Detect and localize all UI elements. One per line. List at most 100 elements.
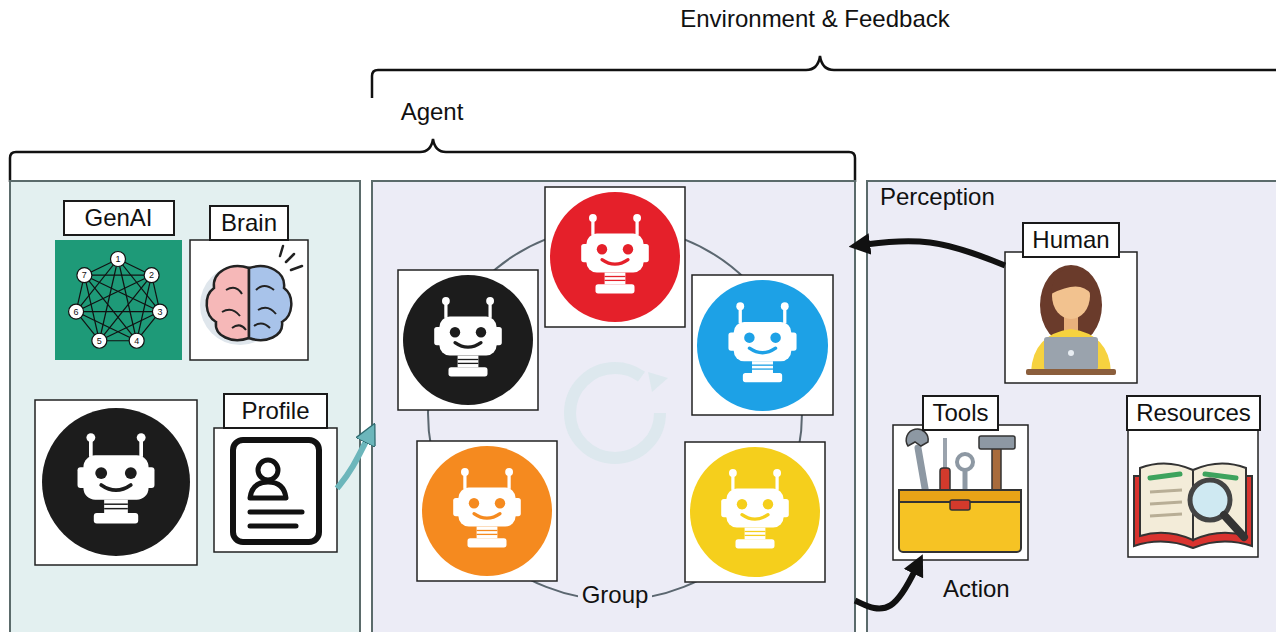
human-node: Human — [1005, 222, 1137, 383]
human-icon — [1026, 369, 1116, 375]
bracket-label: Environment & Feedback — [680, 4, 949, 34]
graph-edge — [76, 312, 137, 341]
graph-node — [77, 268, 92, 283]
robot-icon — [42, 408, 190, 556]
book-icon — [1150, 474, 1236, 478]
cycle-icon — [570, 368, 660, 458]
profile-node: Profile — [214, 393, 337, 552]
human-icon — [1005, 252, 1137, 383]
edge-label: Perception — [877, 182, 998, 212]
brain-node: Brain — [190, 205, 308, 360]
toolbox-icon — [906, 429, 928, 446]
edge-label: Action — [940, 574, 1013, 604]
label-box: Resources — [1126, 395, 1261, 431]
graph-node — [129, 333, 144, 348]
resources-node: Resources — [1127, 395, 1260, 557]
group-robots — [403, 275, 533, 405]
label-box: Brain — [209, 205, 289, 241]
group-robots — [690, 447, 820, 577]
human-icon — [1031, 329, 1111, 372]
genai-node: GenAI — [55, 200, 182, 360]
group-robots — [697, 280, 828, 411]
label-box: GenAI — [63, 200, 175, 236]
human-icon — [1044, 337, 1098, 370]
graph-node — [69, 304, 84, 319]
human-icon — [1068, 350, 1074, 356]
graph-node — [111, 252, 126, 267]
profile-icon — [258, 460, 278, 480]
toolbox-icon — [899, 490, 1021, 552]
graph-edge — [99, 312, 160, 341]
agent-panel — [10, 181, 360, 632]
group-robots — [417, 441, 557, 581]
robot-frame — [35, 400, 197, 565]
brain-icon — [190, 240, 308, 360]
group-robots — [398, 270, 538, 410]
graph-edge — [76, 259, 118, 312]
node-number: 6 — [74, 307, 79, 317]
group-panel — [372, 181, 855, 632]
book-icon — [1128, 425, 1258, 557]
group-robots — [398, 187, 833, 582]
toolbox-icon — [979, 436, 1015, 449]
profile-icon — [250, 524, 296, 529]
graph-node — [152, 304, 167, 319]
human-icon — [1051, 269, 1091, 294]
brain-icon — [222, 288, 246, 330]
brain-icon — [280, 246, 302, 270]
group-panel: Group — [372, 181, 855, 632]
graph-edge — [76, 311, 160, 312]
profile-icon — [250, 510, 302, 515]
label-box: Human — [1022, 222, 1120, 258]
profile-arrow — [337, 429, 372, 488]
tools-node: Tools — [893, 395, 1028, 560]
graph-node — [92, 333, 107, 348]
group-robots — [550, 192, 680, 322]
environment-panel — [867, 181, 1276, 632]
book-icon — [1150, 490, 1182, 516]
genai-image — [55, 240, 182, 360]
toolbox-icon — [893, 425, 1028, 560]
node-number: 7 — [82, 270, 87, 280]
graph-edge — [84, 275, 99, 341]
profile-icon — [233, 440, 319, 542]
graph-node — [144, 268, 159, 283]
perception-arrow — [855, 241, 1005, 265]
node-number: 1 — [115, 254, 120, 264]
cycle-icon — [648, 372, 668, 392]
group-robots — [422, 446, 552, 576]
profile-icon — [214, 428, 337, 552]
toolbox-icon — [893, 425, 1028, 560]
toolbox-icon — [992, 446, 1001, 494]
node-number: 3 — [157, 307, 162, 317]
bracket — [372, 56, 1276, 98]
node-number: 4 — [134, 336, 139, 346]
label-box: Tools — [922, 395, 999, 431]
connector-layer — [337, 241, 1005, 608]
bracket — [10, 139, 855, 182]
label-box: Profile — [223, 393, 328, 429]
brain-icon — [190, 240, 308, 360]
profile-icon — [214, 428, 337, 552]
bracket-label: Agent — [401, 97, 464, 127]
group-robots — [692, 275, 833, 415]
node-number: 5 — [97, 336, 102, 346]
brain-icon — [207, 266, 249, 340]
node-number: 2 — [149, 270, 154, 280]
brain-icon — [249, 266, 291, 340]
toolbox-icon — [950, 500, 970, 510]
toolbox-icon — [957, 454, 973, 470]
action-arrow — [855, 560, 920, 609]
group-robots — [685, 442, 825, 582]
profile-icon — [250, 482, 286, 498]
brain-icon — [254, 286, 276, 328]
toolbox-icon — [918, 448, 926, 494]
group-label: Group — [578, 580, 653, 610]
network-graph — [69, 252, 168, 349]
toolbox-icon — [943, 438, 947, 470]
human-icon — [1005, 252, 1137, 383]
book-icon — [1128, 425, 1258, 557]
graph-edge — [84, 275, 151, 276]
